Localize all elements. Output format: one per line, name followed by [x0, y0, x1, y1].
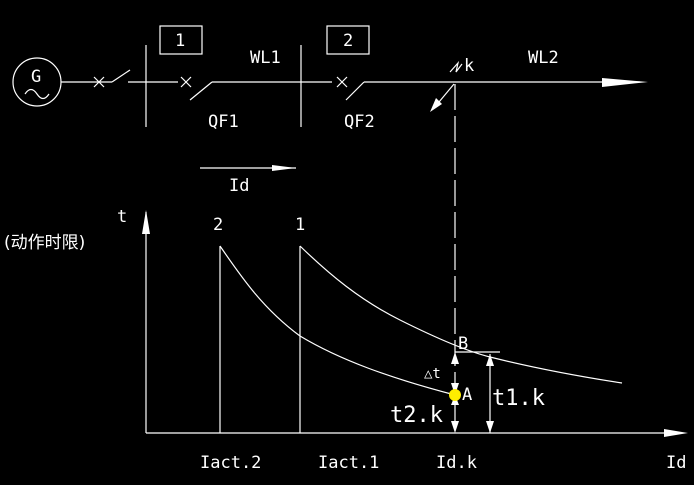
dim-delta-t: △t	[424, 352, 459, 395]
fault-k-label: k	[464, 56, 474, 76]
qf2-label: QF2	[344, 112, 375, 132]
point-a-label: A	[462, 385, 472, 405]
id-axis-arrow	[664, 429, 688, 437]
relay-box-1: 1	[159, 25, 203, 55]
curve-2: 2	[213, 215, 456, 433]
bus-line	[61, 69, 648, 101]
tick-idk: Id.k	[436, 453, 477, 473]
tick-iact2: Iact.2	[200, 453, 261, 473]
wl2-direction-arrow	[602, 78, 648, 87]
id-axis-label: Id	[666, 453, 686, 473]
t1k-label: t1.k	[492, 386, 545, 411]
axes	[142, 210, 688, 437]
relay-2-label: 2	[343, 31, 353, 51]
breaker-crosses	[93, 76, 348, 88]
curve-1-label: 1	[295, 215, 305, 235]
wl1-label: WL1	[250, 48, 281, 68]
generator-label: G	[31, 67, 41, 87]
tick-iact1: Iact.1	[318, 453, 379, 473]
point-b-label: B	[458, 334, 468, 354]
delta-t-label: △t	[424, 366, 441, 382]
point-a-marker	[449, 389, 461, 401]
t-axis-description: (动作时限)	[4, 233, 85, 253]
relay-box-2: 2	[326, 25, 370, 55]
dim-t1k: t1.k	[455, 351, 545, 433]
t-axis-arrow	[142, 210, 150, 234]
generator-symbol: G	[12, 57, 62, 107]
current-label: Id	[229, 176, 249, 196]
t-axis-label: t	[117, 207, 127, 227]
curve-1: 1	[295, 215, 623, 433]
curve-2-label: 2	[213, 215, 223, 235]
relay-1-label: 1	[175, 31, 185, 51]
fault-point: k	[430, 56, 474, 112]
qf1-label: QF1	[208, 112, 239, 132]
t2k-label: t2.k	[390, 403, 443, 428]
dim-t2k: t2.k	[390, 395, 459, 433]
current-arrow: Id	[200, 165, 296, 196]
wl2-label: WL2	[528, 48, 559, 68]
